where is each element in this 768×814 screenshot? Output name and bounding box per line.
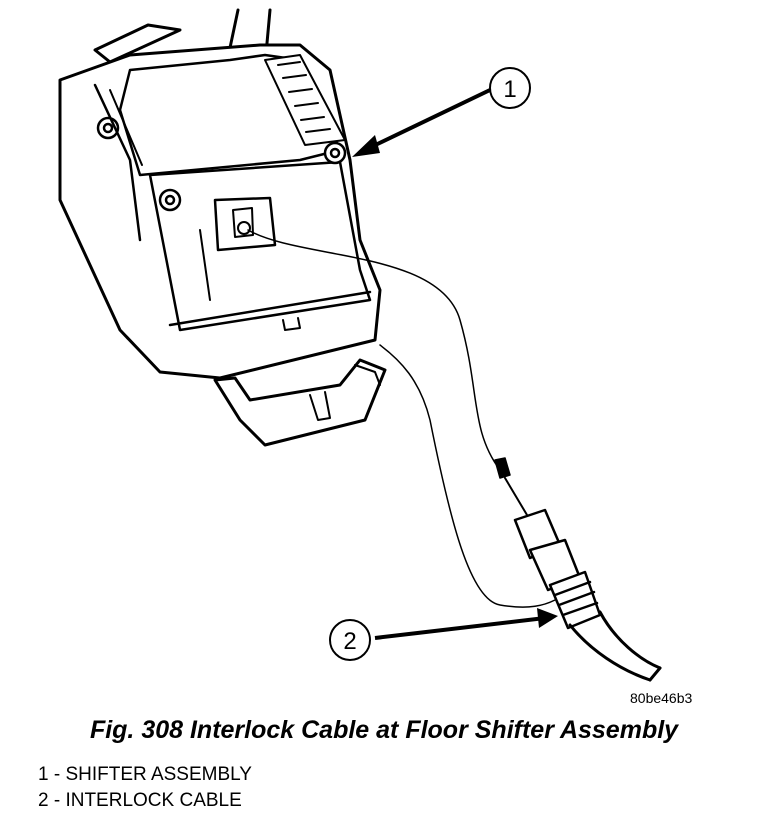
- interlock-wire: [247, 229, 501, 471]
- lower-bracket: [213, 358, 387, 447]
- shifter-diagram: 1 2: [58, 8, 662, 682]
- legend-item: 2 - INTERLOCK CABLE: [38, 790, 242, 811]
- callout-1-label: 1: [503, 76, 516, 103]
- figure-caption: Fig. 308 Interlock Cable at Floor Shifte…: [89, 716, 679, 744]
- callout-1: 1: [352, 67, 531, 157]
- top-bracket: [93, 23, 182, 64]
- interlock-cable-sheath: [568, 610, 662, 682]
- legend: 1 - SHIFTER ASSEMBLY 2 - INTERLOCK CABLE: [38, 762, 252, 814]
- lock-block: [213, 196, 277, 252]
- callout-2-label: 2: [343, 628, 356, 655]
- legend-item: 1 - SHIFTER ASSEMBLY: [38, 764, 252, 785]
- drawing-code: 80be46b3: [630, 690, 693, 706]
- callout-2: 2: [329, 608, 558, 661]
